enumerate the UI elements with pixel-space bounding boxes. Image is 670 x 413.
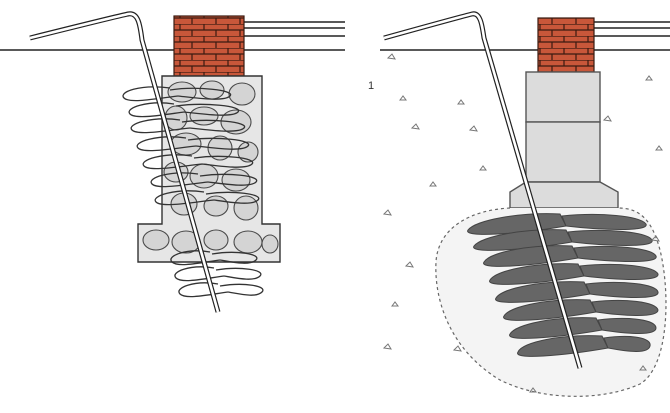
right-panel-marker: 1 bbox=[368, 80, 375, 92]
soil-speckles bbox=[382, 53, 663, 393]
brick-wall-right bbox=[537, 17, 595, 73]
concrete-block-upper bbox=[525, 71, 601, 123]
left-panel bbox=[0, 11, 345, 313]
concrete-block-lower bbox=[525, 121, 601, 183]
floor-slab-right bbox=[592, 21, 670, 37]
floor-slab-left bbox=[244, 21, 345, 37]
right-panel bbox=[380, 11, 670, 397]
grout-swirls-right bbox=[467, 213, 659, 357]
brick-wall-left bbox=[173, 15, 245, 77]
